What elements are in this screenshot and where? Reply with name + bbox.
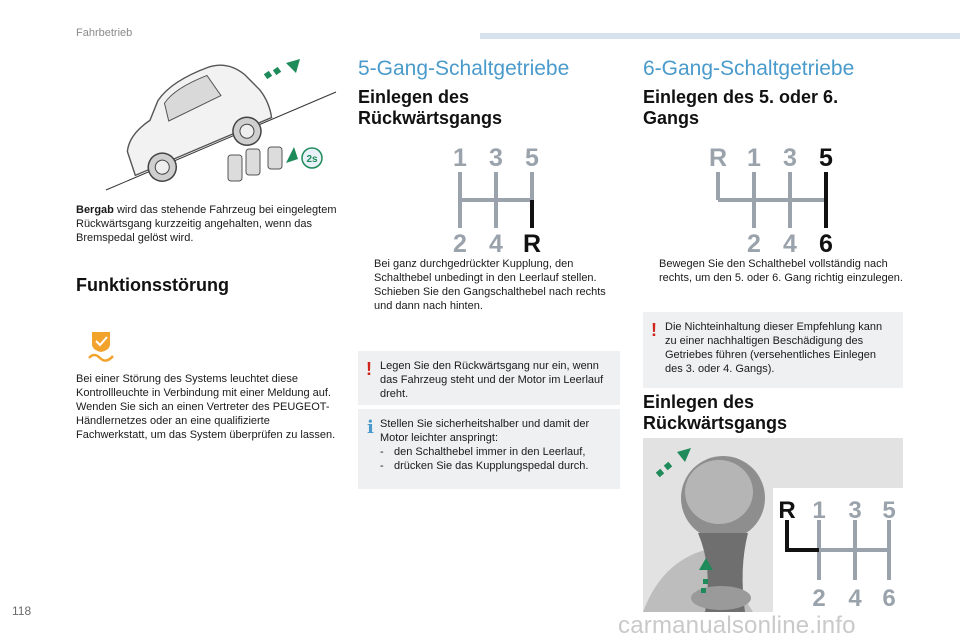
gear-label: 4 (489, 230, 503, 258)
warning-icon: ! (366, 359, 372, 379)
warning-note-5: ! Legen Sie den Rückwärtsgang nur ein, w… (358, 351, 620, 405)
page-number: 118 (12, 604, 32, 618)
warning-icon: ! (651, 320, 657, 340)
list-item: Bewegen Sie den Schalthebel vollständig … (659, 258, 903, 284)
gearbox-6-title: 6-Gang-Schaltgetriebe (643, 57, 855, 80)
gear-label: 2 (812, 585, 825, 612)
slope-caption-text: wird das stehende Fahrzeug bei eingelegt… (76, 204, 337, 244)
info-note-5: i Stellen Sie sicherheitshalber und dami… (358, 409, 620, 489)
warning-text: Die Nichteinhaltung dieser Empfehlung ka… (665, 321, 883, 375)
gear-label-active: R (523, 230, 541, 258)
bullet-list-5: Bei ganz durchgedrückter Kupplung, den S… (358, 257, 608, 313)
timer-badge: 2s (306, 154, 318, 165)
reverse-subtitle-5: Einlegen des Rückwärtsgangs (358, 87, 503, 128)
gear-label: 3 (848, 497, 861, 524)
gearbox-5-title: 5-Gang-Schaltgetriebe (358, 57, 570, 80)
slope-caption-bold: Bergab (76, 204, 114, 216)
reverse-subtitle-6: Einlegen des Rückwärtsgangs (643, 392, 788, 433)
gear-pattern-diagram-6: R 1 3 5 2 4 6 (709, 144, 833, 258)
malfunction-title: Funktionsstörung (76, 275, 229, 295)
gear-label: 4 (783, 230, 797, 258)
gear-5-6-subtitle: Einlegen des 5. oder 6. Gangs (643, 87, 839, 128)
gear-label: 5 (525, 144, 539, 172)
info-list: -den Schalthebel immer in den Leerlauf, … (380, 445, 612, 473)
gear-pattern-diagram-5: 1 3 5 2 4 R (453, 144, 541, 258)
gear-label: 1 (812, 497, 825, 524)
gear-label-active: R (778, 497, 795, 524)
malfunction-text: Bei einer Störung des Systems leuchtet d… (76, 373, 336, 441)
slope-caption: Bergab wird das stehende Fahrzeug bei ei… (76, 203, 338, 245)
gear-label: 5 (882, 497, 895, 524)
list-item: -drücken Sie das Kupplungspedal durch. (380, 460, 589, 472)
warning-text: Legen Sie den Rückwärtsgang nur ein, wen… (380, 360, 604, 400)
gear-lever-drawing: R 1 3 5 2 4 6 (643, 438, 903, 612)
info-icon: i (367, 417, 374, 438)
gear-label: 1 (453, 144, 467, 172)
gear-label: 3 (783, 144, 797, 172)
gear-label: 4 (848, 585, 862, 612)
gear-label: 6 (882, 585, 895, 612)
slope-control-warning-icon (88, 332, 114, 362)
gear-label: 1 (747, 144, 761, 172)
gear-label: 2 (747, 230, 761, 258)
warning-note-6: ! Die Nichteinhaltung dieser Empfehlung … (643, 312, 903, 388)
gear-label-active: 6 (819, 230, 833, 258)
gear-label: 3 (489, 144, 503, 172)
gear-label: 2 (453, 230, 467, 258)
list-item: Schieben Sie den Gangschalthebel nach re… (374, 286, 606, 312)
section-label: Fahrbetrieb (76, 27, 133, 39)
list-item: -den Schalthebel immer in den Leerlauf, (380, 446, 586, 458)
header-bar (480, 33, 960, 39)
watermark: carmanualsonline.info (618, 612, 856, 639)
gear-lever-photo: R 1 3 5 2 4 6 (643, 438, 903, 612)
list-item: Bei ganz durchgedrückter Kupplung, den S… (374, 258, 597, 284)
gear-label: R (709, 144, 727, 172)
gear-label-active: 5 (819, 144, 833, 172)
bullet-list-6: Bewegen Sie den Schalthebel vollständig … (643, 257, 903, 285)
arrow-icon (263, 59, 300, 80)
info-intro: Stellen Sie sicherheitshalber und damit … (380, 418, 590, 444)
car-slope-illustration: 2s (105, 59, 337, 191)
